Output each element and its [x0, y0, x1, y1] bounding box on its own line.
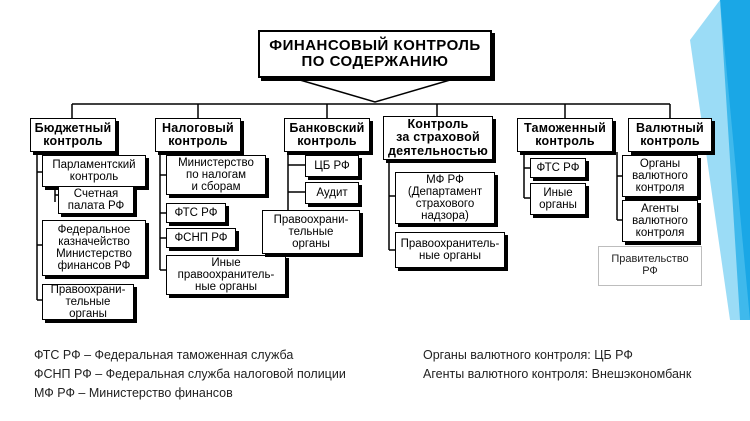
parliamentary-control-box: Парламентский контроль: [42, 155, 146, 187]
legend-item-fts: ФТС РФ – Федеральная таможенная служба: [34, 348, 294, 362]
category-customs-control: Таможенный контроль: [517, 118, 613, 152]
decorative-accent-shape: [690, 0, 750, 320]
other-law-enforcement-box: Иные правоохранитель- ные органы: [166, 255, 286, 295]
category-currency-control: Валютный контроль: [628, 118, 712, 152]
legend-item-fsnp: ФСНП РФ – Федеральная служба налоговой п…: [34, 367, 346, 381]
other-organs-box: Иные органы: [530, 183, 586, 215]
law-enforcement-box-1: Правоохрани- тельные органы: [42, 284, 134, 320]
legend-right: Органы валютного контроля: ЦБ РФ Агенты …: [423, 346, 691, 384]
fsnp-box: ФСНП РФ: [166, 228, 236, 248]
law-enforcement-box-3: Правоохрани- тельные органы: [262, 210, 360, 254]
legend-left: ФТС РФ – Федеральная таможенная служба Ф…: [34, 346, 346, 403]
currency-control-agents-box: Агенты валютного контроля: [622, 200, 698, 242]
diagram-title: ФИНАНСОВЫЙ КОНТРОЛЬ ПО СОДЕРЖАНИЮ: [258, 30, 492, 78]
category-insurance-control: Контроль за страховой деятельностью: [383, 116, 493, 160]
fts-box-customs: ФТС РФ: [530, 158, 586, 178]
central-bank-box: ЦБ РФ: [305, 155, 359, 177]
treasury-ministry-box: Федеральное казначейство Министерство фи…: [42, 220, 146, 276]
government-box: Правительство РФ: [598, 246, 702, 286]
accounts-chamber-box: Счетная палата РФ: [58, 186, 134, 214]
category-tax-control: Налоговый контроль: [155, 118, 241, 152]
currency-control-bodies-box: Органы валютного контроля: [622, 155, 698, 197]
category-budget-control: Бюджетный контроль: [30, 118, 116, 152]
law-enforcement-box-4: Правоохранитель- ные органы: [395, 232, 505, 268]
tax-ministry-box: Министерство по налогам и сборам: [166, 155, 266, 195]
legend-item-mf: МФ РФ – Министерство финансов: [34, 386, 233, 400]
audit-box: Аудит: [305, 182, 359, 204]
legend-item-currency-agents: Агенты валютного контроля: Внешэкономбан…: [423, 367, 692, 381]
legend-item-currency-bodies: Органы валютного контроля: ЦБ РФ: [423, 348, 633, 362]
insurance-supervision-box: МФ РФ (Департамент страхового надзора): [395, 172, 495, 224]
category-banking-control: Банковский контроль: [284, 118, 370, 152]
fts-box-tax: ФТС РФ: [166, 203, 226, 223]
